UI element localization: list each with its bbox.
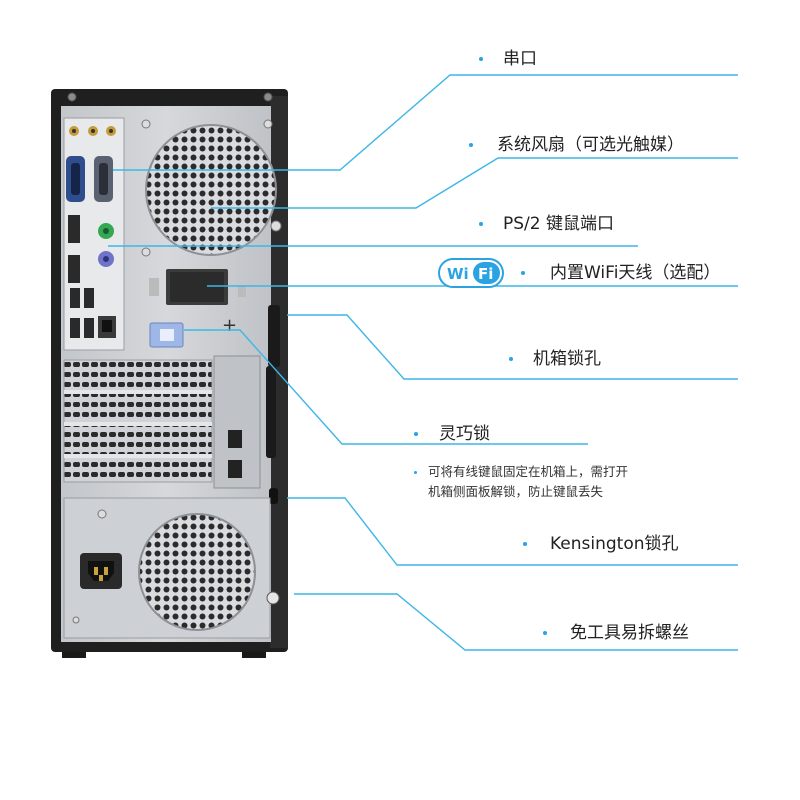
wifi-logo-icon: Wi Fi <box>438 258 504 288</box>
wifi-badge-text-left: Wi <box>447 265 469 283</box>
bullet-note <box>414 471 417 474</box>
usb-port-3 <box>70 318 80 338</box>
system-fan-grille <box>146 125 276 255</box>
callout-wifi: 内置WiFi天线（选配） <box>550 263 721 283</box>
usb-port-2 <box>84 288 94 308</box>
svg-text:+: + <box>222 315 237 336</box>
smart-lock-note-line2: 机箱侧面板解锁，防止键鼠丢失 <box>428 484 604 499</box>
case-right-edge <box>270 96 288 648</box>
bullet-wifi <box>521 271 525 275</box>
callout-chassis-lock: 机箱锁孔 <box>533 349 601 369</box>
bullet-kensington <box>523 542 527 546</box>
display-port-1 <box>68 215 80 243</box>
bullet-chassis-lock <box>509 357 513 361</box>
leader-screw <box>294 593 738 651</box>
bullet-serial <box>479 57 483 61</box>
display-port-2 <box>68 255 80 283</box>
expansion-slots-area <box>64 360 212 482</box>
smart-lock-note-line1: 可将有线键鼠固定在机箱上，需打开 <box>428 464 629 479</box>
leader-serial <box>113 74 738 171</box>
callout-kensington: Kensington锁孔 <box>550 534 679 554</box>
chassis-lock-rail <box>268 305 280 367</box>
bullet-fan <box>469 143 473 147</box>
frame-screw-top-right <box>263 92 273 102</box>
leader-fan <box>211 157 738 209</box>
callout-ps2: PS/2 键鼠端口 <box>503 214 614 234</box>
bullet-screw <box>543 631 547 635</box>
wifi-badge-text-right: Fi <box>478 265 493 283</box>
usb-port-1 <box>70 288 80 308</box>
callout-fan: 系统风扇（可选光触媒） <box>497 135 684 155</box>
callout-smart-lock: 灵巧锁 <box>439 424 490 444</box>
bullet-smart-lock <box>414 432 418 436</box>
bullet-ps2 <box>479 222 483 226</box>
leader-kensington <box>287 497 738 566</box>
usb-port-4 <box>84 318 94 338</box>
leader-lines <box>108 74 738 651</box>
tool-free-screw <box>266 591 280 605</box>
leader-chassis-lock <box>287 314 738 380</box>
callout-serial: 串口 <box>503 49 537 69</box>
leader-smart-lock <box>184 329 588 445</box>
callout-screw: 免工具易拆螺丝 <box>570 623 689 643</box>
kensington-lock-hole <box>269 488 278 504</box>
psu-fan-grille <box>139 514 255 630</box>
frame-screw-top-left <box>67 92 77 102</box>
